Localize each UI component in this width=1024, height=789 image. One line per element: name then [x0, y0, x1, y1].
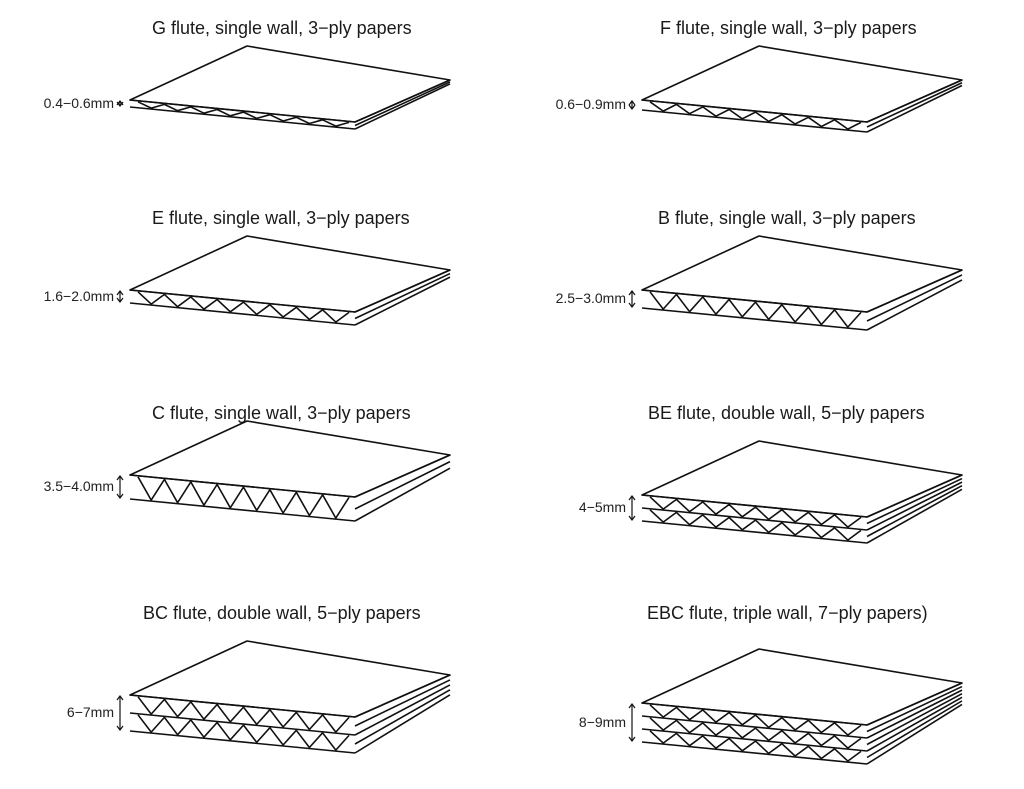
board-title: G flute, single wall, 3−ply papers — [152, 18, 412, 38]
thickness-label: 0.6−0.9mm — [555, 96, 626, 112]
board-side-edge — [866, 703, 963, 765]
board-side-edge — [354, 83, 451, 130]
board-ebc-flute: EBC flute, triple wall, 7−ply papers) 8−9… — [512, 585, 1024, 775]
board-side-edge — [866, 488, 963, 544]
board-liner — [129, 694, 356, 718]
board-liner — [641, 702, 868, 726]
board-side-edge — [354, 79, 451, 123]
board-liner — [641, 715, 868, 739]
board-b-flute: B flute, single wall, 3−ply papers 2.5−3.… — [512, 190, 1024, 380]
board-title: EBC flute, triple wall, 7−ply papers) — [647, 603, 928, 623]
board-liner — [641, 741, 868, 765]
board-title: BE flute, double wall, 5−ply papers — [648, 403, 925, 423]
thickness-label: 0.4−0.6mm — [43, 94, 114, 111]
board-side-edge — [354, 684, 451, 736]
board-side-edge — [354, 467, 451, 522]
board-drawing — [628, 440, 963, 544]
board-side-edge — [354, 454, 451, 498]
board-bc-flute: BC flute, double wall, 5−ply papers 6−7mm — [0, 585, 512, 775]
board-side-edge — [866, 700, 963, 759]
board-title: E flute, single wall, 3−ply papers — [152, 208, 410, 228]
board-top-face — [641, 235, 963, 313]
board-flute — [649, 291, 862, 328]
board-top-face — [641, 45, 963, 123]
thickness-label: 8−9mm — [578, 713, 626, 730]
board-side-edge — [354, 272, 451, 320]
board-side-edge — [866, 82, 963, 128]
board-side-edge — [354, 276, 451, 326]
board-liner — [641, 99, 868, 123]
board-drawing — [116, 640, 451, 754]
board-drawing — [628, 648, 963, 765]
board-flute — [137, 291, 350, 323]
board-flute — [649, 730, 862, 762]
board-drawing — [628, 45, 963, 133]
board-side-edge — [866, 689, 963, 739]
board-side-edge — [354, 674, 451, 718]
board-side-edge — [866, 274, 963, 322]
board-liner — [129, 289, 356, 313]
board-be-flute: BE flute, double wall, 5−ply papers 4−5mm — [512, 385, 1024, 575]
board-liner — [129, 99, 356, 123]
board-side-edge — [866, 685, 963, 733]
board-side-edge — [866, 481, 963, 531]
board-liner — [641, 728, 868, 752]
board-side-edge — [354, 460, 451, 510]
board-liner — [641, 109, 868, 133]
board-f-flute: F flute, single wall, 3−ply papers 0.6−0.… — [512, 0, 1024, 190]
board-flute — [137, 101, 350, 127]
board-liner — [129, 730, 356, 754]
board-side-edge — [354, 269, 451, 313]
thickness-label: 6−7mm — [66, 704, 114, 720]
board-flute — [137, 714, 350, 751]
board-title: F flute, single wall, 3−ply papers — [660, 18, 917, 38]
board-flute — [137, 476, 350, 519]
board-side-edge — [354, 689, 451, 745]
board-e-flute: E flute, single wall, 3−ply papers 1.6−2.… — [0, 190, 512, 380]
board-title: B flute, single wall, 3−ply papers — [658, 208, 916, 228]
board-liner — [641, 507, 868, 531]
board-c-flute: C flute, single wall, 3−ply papers 3.5−4.… — [0, 385, 512, 575]
thickness-label: 3.5−4.0mm — [43, 478, 114, 494]
board-liner — [641, 289, 868, 313]
board-side-edge — [866, 477, 963, 525]
board-liner — [129, 712, 356, 736]
thickness-label: 4−5mm — [578, 499, 626, 515]
board-liner — [641, 494, 868, 518]
board-side-edge — [866, 279, 963, 331]
board-drawing — [628, 235, 963, 331]
board-liner — [129, 498, 356, 522]
board-title: BC flute, double wall, 5−ply papers — [143, 603, 421, 623]
board-liner — [129, 106, 356, 130]
board-flute — [649, 496, 862, 528]
board-side-edge — [866, 682, 963, 726]
thickness-label: 1.6−2.0mm — [43, 287, 114, 304]
board-liner — [641, 307, 868, 331]
board-side-edge — [866, 474, 963, 518]
board-flute — [649, 101, 862, 130]
board-flute — [137, 696, 350, 733]
board-liner — [129, 302, 356, 326]
board-side-edge — [866, 696, 963, 752]
board-g-flute: G flute, single wall, 3−ply papers 0.4−0.… — [0, 0, 512, 190]
board-liner — [129, 474, 356, 498]
board-flute — [649, 717, 862, 749]
board-side-edge — [866, 485, 963, 538]
board-flute — [649, 704, 862, 736]
board-title: C flute, single wall, 3−ply papers — [152, 403, 411, 423]
board-flute — [649, 509, 862, 541]
board-top-face — [129, 640, 451, 718]
thickness-label: 2.5−3.0mm — [555, 290, 626, 306]
board-drawing — [116, 420, 451, 522]
board-drawing — [116, 235, 451, 326]
board-side-edge — [866, 693, 963, 746]
board-drawing — [116, 45, 451, 130]
board-side-edge — [354, 679, 451, 727]
board-side-edge — [354, 694, 451, 754]
board-side-edge — [866, 269, 963, 313]
board-side-edge — [354, 81, 451, 127]
board-side-edge — [866, 84, 963, 133]
board-side-edge — [866, 79, 963, 123]
board-liner — [641, 520, 868, 544]
